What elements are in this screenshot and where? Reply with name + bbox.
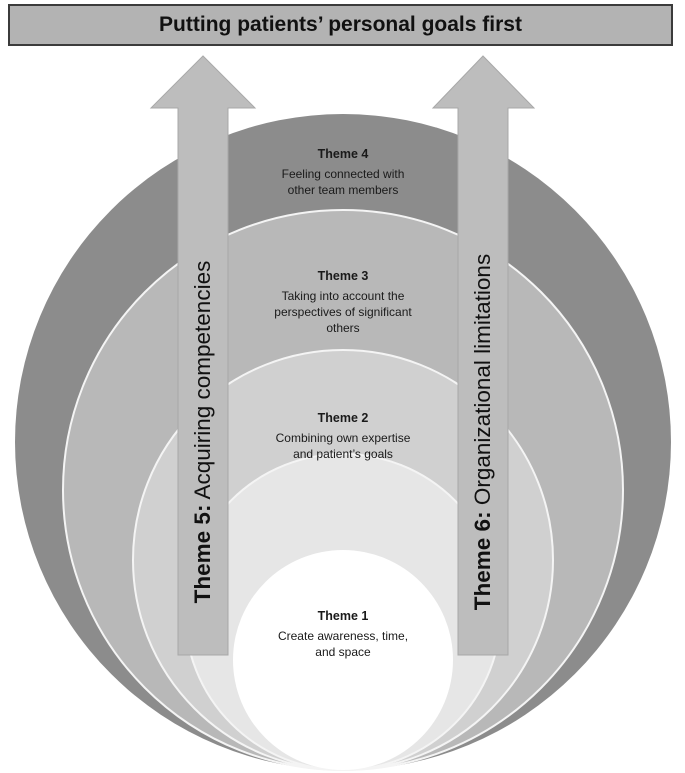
- theme-4-heading: Theme 4: [317, 147, 369, 161]
- theme-3-description: Taking into account the perspectives of …: [274, 289, 412, 335]
- theme-3-heading: Theme 3: [317, 269, 369, 283]
- core-circle: [233, 550, 453, 770]
- left-arrow-label: Theme 5: Acquiring competencies: [183, 202, 223, 662]
- right-arrow-label: Theme 6: Organizational limitations: [463, 202, 503, 662]
- theme-3-block: Theme 3 Taking into account the perspect…: [228, 268, 458, 336]
- theme-5-text: Acquiring competencies: [190, 260, 215, 500]
- theme-2-block: Theme 2 Combining own expertise and pati…: [228, 410, 458, 462]
- theme-2-description: Combining own expertise and patient’s go…: [275, 431, 411, 461]
- title-banner: Putting patients’ personal goals first: [8, 4, 673, 46]
- left-arrow: [149, 55, 257, 656]
- theme-6-text: Organizational limitations: [470, 253, 495, 506]
- theme-1-heading: Theme 1: [317, 609, 369, 623]
- theme-5-number: Theme 5:: [190, 504, 215, 604]
- theme-1-block: Theme 1 Create awareness, time, and spac…: [228, 608, 458, 660]
- theme-2-heading: Theme 2: [317, 411, 369, 425]
- theme-1-description: Create awareness, time, and space: [277, 629, 409, 659]
- right-arrow: [431, 55, 536, 656]
- theme-6-number: Theme 6:: [470, 511, 495, 611]
- theme-4-description: Feeling connected with other team member…: [281, 167, 405, 197]
- diagram-title: Putting patients’ personal goals first: [159, 13, 522, 36]
- theme-4-block: Theme 4 Feeling connected with other tea…: [228, 146, 458, 198]
